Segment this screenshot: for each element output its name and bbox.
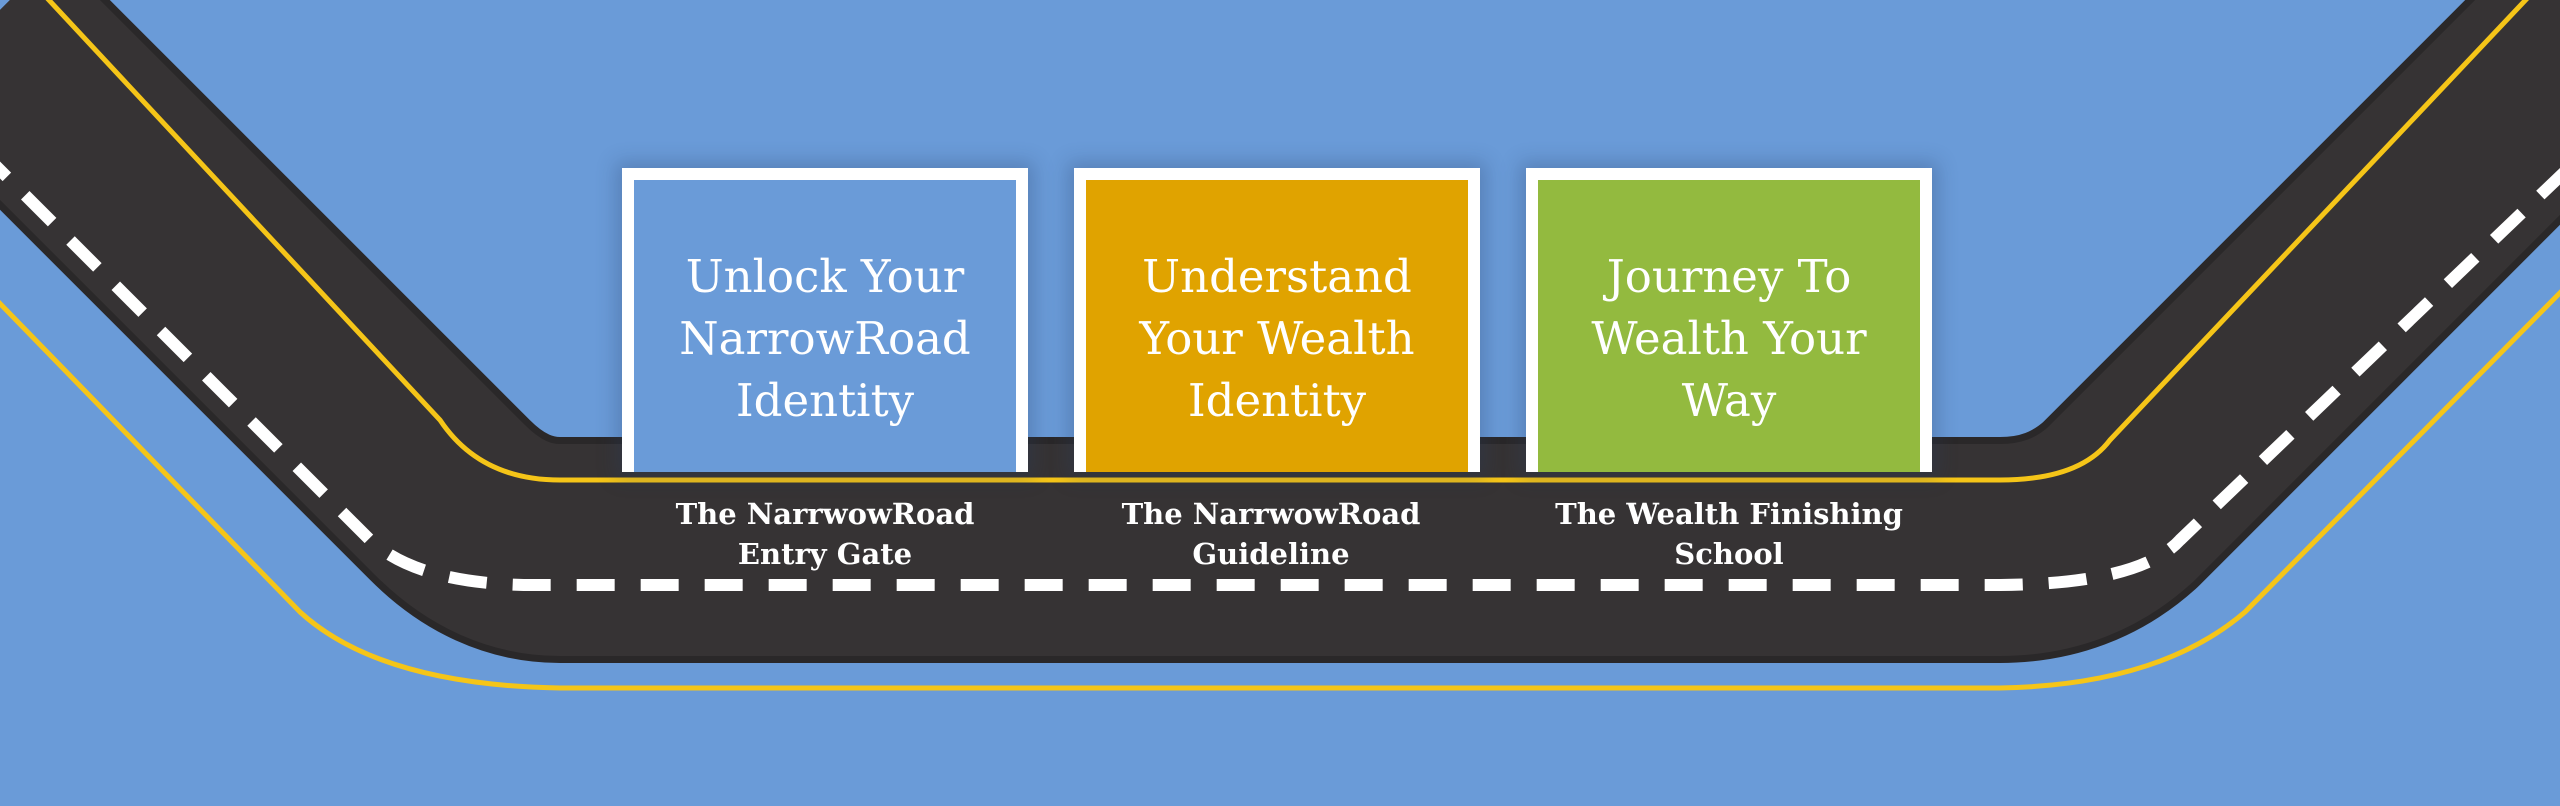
card-fill: Understand Your Wealth Identity — [1086, 180, 1468, 472]
card-title: Unlock Your NarrowRoad Identity — [679, 250, 971, 427]
caption-line: The Wealth Finishing — [1555, 497, 1903, 531]
card-narrowroad-identity[interactable]: Unlock Your NarrowRoad Identity — [622, 168, 1028, 472]
road-edge-line-top — [45, 0, 2529, 483]
card-title: Understand Your Wealth Identity — [1139, 250, 1415, 427]
caption-line: Entry Gate — [737, 537, 913, 571]
road-edge-line-bottom — [0, 289, 2560, 691]
caption-line: The NarrwowRoad — [1121, 497, 1421, 531]
caption-entry-gate: The NarrwowRoad Entry Gate — [622, 494, 1028, 574]
caption-line: The NarrwowRoad — [675, 497, 975, 531]
caption-finishing-school: The Wealth Finishing School — [1526, 494, 1932, 574]
caption-guideline: The NarrwowRoad Guideline — [1068, 494, 1474, 574]
card-title: Journey To Wealth Your Way — [1591, 250, 1867, 427]
card-journey-to-wealth[interactable]: Journey To Wealth Your Way — [1526, 168, 1932, 472]
card-fill: Journey To Wealth Your Way — [1538, 180, 1920, 472]
card-wealth-identity[interactable]: Understand Your Wealth Identity — [1074, 168, 1480, 472]
road-surface — [0, 0, 2560, 656]
card-fill: Unlock Your NarrowRoad Identity — [634, 180, 1016, 472]
caption-line: Guideline — [1192, 537, 1350, 571]
caption-line: School — [1674, 537, 1784, 571]
lane-center-dashes — [0, 161, 2560, 592]
